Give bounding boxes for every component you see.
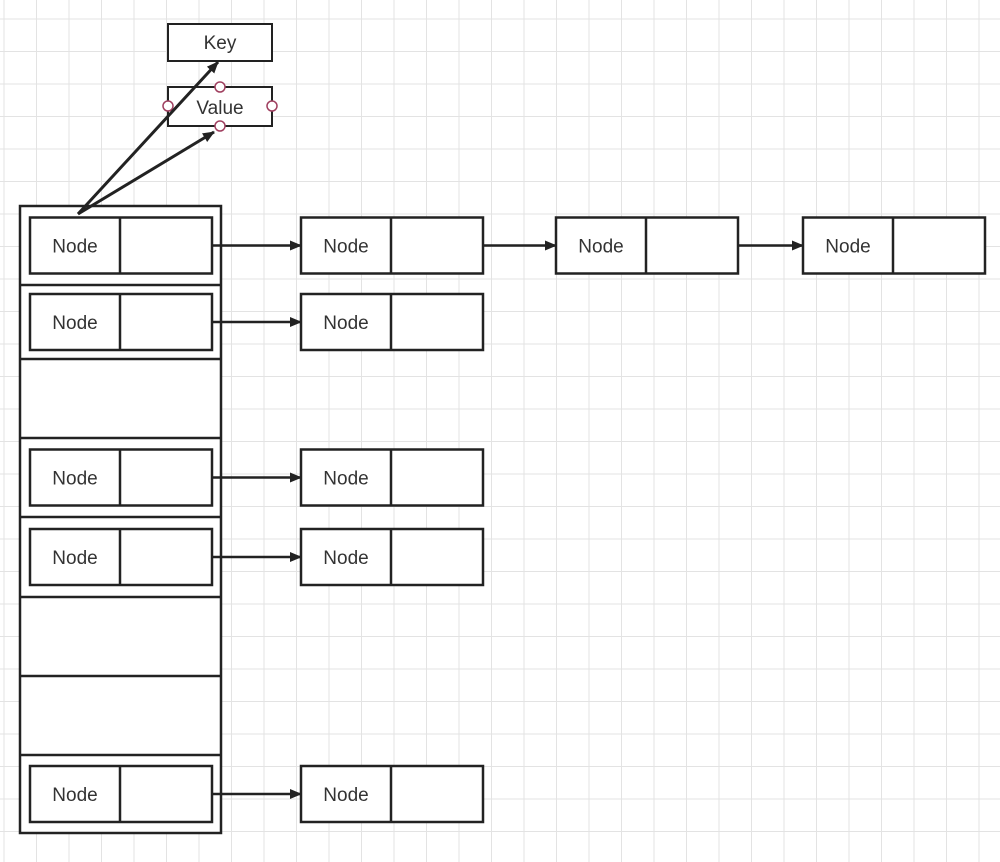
bucket-node: Node: [28, 764, 214, 824]
arrow-node-to-key: [76, 60, 220, 216]
node-label: Node: [52, 469, 97, 490]
node-label: Node: [323, 313, 368, 334]
bucket-node: Node: [28, 292, 214, 352]
bucket-node: Node: [28, 527, 214, 587]
chain-node: Node: [299, 527, 485, 587]
connector-handle-left[interactable]: [162, 100, 174, 112]
connector-handle-bottom[interactable]: [214, 120, 226, 132]
node-label: Node: [52, 785, 97, 806]
key-box: [167, 23, 273, 62]
chain-node: Node: [299, 292, 485, 352]
entry-detail: Key Value: [76, 23, 278, 216]
node-label: Node: [323, 785, 368, 806]
node-label: Node: [825, 237, 870, 258]
chain-node: Node: [299, 764, 485, 824]
node-label: Node: [52, 313, 97, 334]
chain-node: Node: [299, 448, 485, 507]
node-label: Node: [323, 469, 368, 490]
connector-handle-top[interactable]: [214, 81, 226, 93]
node-label: Node: [323, 548, 368, 569]
key-label: Key: [204, 33, 237, 54]
node-label: Node: [578, 237, 623, 258]
value-label: Value: [196, 98, 243, 119]
node-label: Node: [323, 237, 368, 258]
bucket-node: Node: [28, 216, 214, 275]
chain-node: Node: [554, 216, 740, 275]
node-label: Node: [52, 548, 97, 569]
bucket-node: Node: [28, 448, 214, 507]
chain-node: Node: [299, 216, 485, 275]
arrow-node-to-value: [77, 130, 215, 216]
connector-handle-right[interactable]: [266, 100, 278, 112]
chain-node: Node: [801, 216, 987, 275]
node-label: Node: [52, 237, 97, 258]
